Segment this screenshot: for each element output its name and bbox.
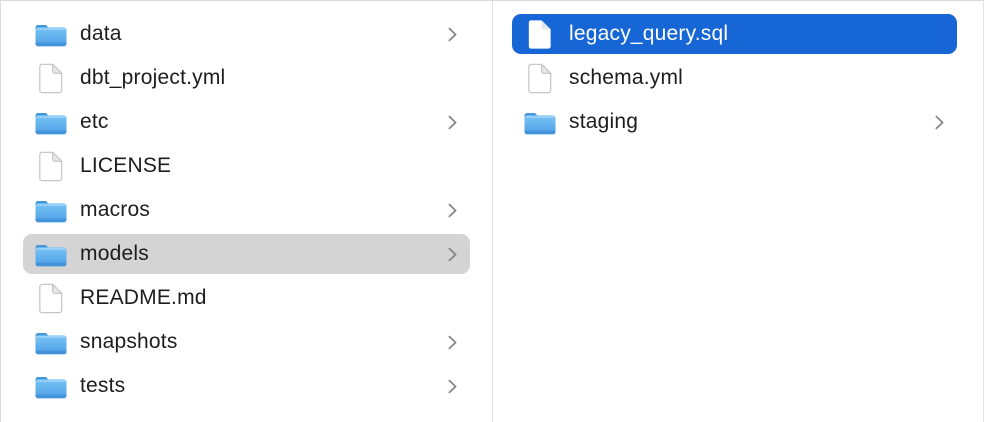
item-label: schema.yml (569, 66, 684, 89)
item-label: snapshots (80, 330, 178, 353)
list-item-data[interactable]: data (23, 14, 470, 54)
column-divider[interactable] (492, 1, 493, 422)
document-icon (522, 19, 556, 50)
list-item-models[interactable]: models (23, 234, 470, 274)
document-icon (33, 63, 67, 94)
item-label: models (80, 242, 149, 265)
column-child: legacy_query.sql schema.yml staging (493, 1, 983, 422)
folder-icon (522, 109, 556, 136)
item-label: LICENSE (80, 154, 172, 177)
list-item-dbt-project-yml[interactable]: dbt_project.yml (23, 58, 470, 98)
list-item-macros[interactable]: macros (23, 190, 470, 230)
item-label: data (80, 22, 122, 45)
item-label: README.md (80, 286, 207, 309)
column-parent: data dbt_project.yml etc LICENSE macros … (1, 1, 492, 422)
item-label: etc (80, 110, 109, 133)
chevron-right-icon (447, 26, 458, 43)
folder-icon (33, 197, 67, 224)
chevron-right-icon (447, 334, 458, 351)
chevron-right-icon (934, 114, 945, 131)
list-item-legacy-query-sql[interactable]: legacy_query.sql (512, 14, 957, 54)
item-label: macros (80, 198, 151, 221)
document-icon (33, 151, 67, 182)
list-item-etc[interactable]: etc (23, 102, 470, 142)
item-label: legacy_query.sql (569, 22, 729, 45)
chevron-right-icon (447, 202, 458, 219)
folder-icon (33, 373, 67, 400)
item-label: staging (569, 110, 639, 133)
list-item-schema-yml[interactable]: schema.yml (512, 58, 957, 98)
list-item-tests[interactable]: tests (23, 366, 470, 406)
list-item-readme-md[interactable]: README.md (23, 278, 470, 318)
folder-icon (33, 241, 67, 268)
list-item-license[interactable]: LICENSE (23, 146, 470, 186)
chevron-right-icon (447, 378, 458, 395)
folder-icon (33, 21, 67, 48)
list-item-staging[interactable]: staging (512, 102, 957, 142)
folder-icon (33, 329, 67, 356)
chevron-right-icon (447, 246, 458, 263)
folder-icon (33, 109, 67, 136)
item-label: dbt_project.yml (80, 66, 226, 89)
chevron-right-icon (447, 114, 458, 131)
item-label: tests (80, 374, 126, 397)
document-icon (522, 63, 556, 94)
list-item-snapshots[interactable]: snapshots (23, 322, 470, 362)
document-icon (33, 283, 67, 314)
